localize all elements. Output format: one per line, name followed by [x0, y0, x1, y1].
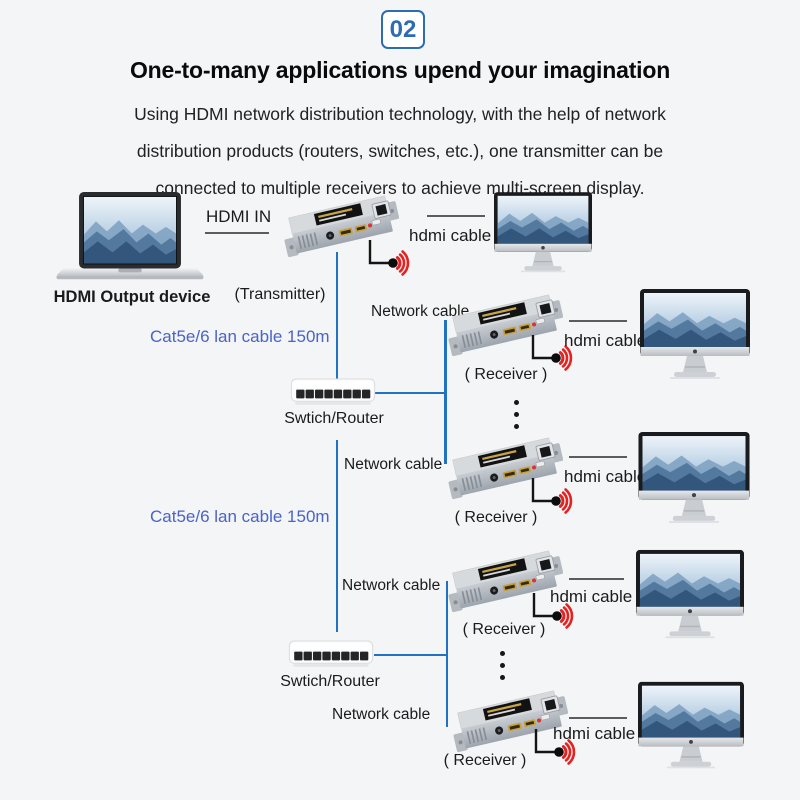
cat5e-cable-label: Cat5e/6 lan cable 150m — [150, 327, 330, 346]
network-cable-label: Network cable — [371, 303, 470, 320]
receiver-label: ( Receiver ) — [464, 366, 548, 383]
laptop-icon — [56, 192, 204, 290]
lan-cable-line-receivers-3-4 — [445, 581, 448, 727]
monitor-icon — [494, 192, 592, 276]
more-receivers-ellipsis — [494, 644, 510, 687]
dot — [513, 412, 519, 417]
network-switch-icon — [290, 378, 376, 409]
hdmi-cable-line — [427, 215, 485, 217]
network-cable-label: Network cable — [332, 706, 431, 723]
switch-router-label: Swtich/Router — [284, 410, 384, 427]
monitor-icon — [636, 549, 744, 643]
section-title: One-to-many applications upend your imag… — [129, 57, 671, 83]
hdmi-cable-label: hdmi cable — [550, 587, 633, 606]
hdmi-in-underline — [205, 232, 269, 234]
lan-cable-line-transmitter-to-switch1 — [335, 252, 338, 381]
dot — [513, 424, 519, 429]
monitor-icon — [638, 679, 744, 775]
lan-cable-line-switch2-branch — [374, 653, 447, 656]
section-description: Using HDMI network distribution technolo… — [0, 96, 800, 207]
hdmi-cable-line — [569, 320, 627, 322]
receiver-label: ( Receiver ) — [443, 752, 527, 769]
hdmi-cable-line — [569, 456, 627, 458]
network-cable-label: Network cable — [344, 456, 443, 473]
hdmi-cable-label: hdmi cable — [564, 331, 647, 350]
description-line: distribution products (routers, switches… — [136, 141, 664, 161]
hdmi-cable-label: hdmi cable — [409, 226, 492, 245]
lan-cable-line-switch1-to-switch2 — [335, 440, 338, 632]
dot — [499, 675, 505, 680]
network-cable-label: Network cable — [342, 577, 441, 594]
cat5e-cable-label: Cat5e/6 lan cable 150m — [150, 507, 330, 526]
hdmi-output-device-label: HDMI Output device — [53, 288, 211, 306]
monitor-icon — [638, 432, 750, 527]
hdmi-cable-line — [569, 717, 627, 719]
lan-cable-line-receivers-1-2 — [444, 320, 447, 464]
dot — [499, 651, 505, 656]
hdmi-cable-label: hdmi cable — [564, 467, 647, 486]
description-line: Using HDMI network distribution technolo… — [134, 104, 666, 124]
receiver-label: ( Receiver ) — [462, 621, 546, 638]
hdmi-cable-label: hdmi cable — [553, 724, 636, 743]
dot — [499, 663, 505, 668]
receiver-label: ( Receiver ) — [454, 509, 538, 526]
network-switch-icon — [288, 640, 374, 671]
lan-cable-line-switch1-branch — [375, 391, 446, 394]
section-number-badge: 02 — [381, 10, 425, 49]
hdmi-cable-line — [569, 578, 624, 580]
dot — [513, 400, 519, 405]
switch-router-label: Swtich/Router — [280, 673, 380, 690]
transmitter-label: (Transmitter) — [234, 286, 326, 303]
monitor-icon — [640, 289, 750, 383]
more-receivers-ellipsis — [508, 393, 524, 436]
hdmi-in-label: HDMI IN — [206, 207, 272, 226]
